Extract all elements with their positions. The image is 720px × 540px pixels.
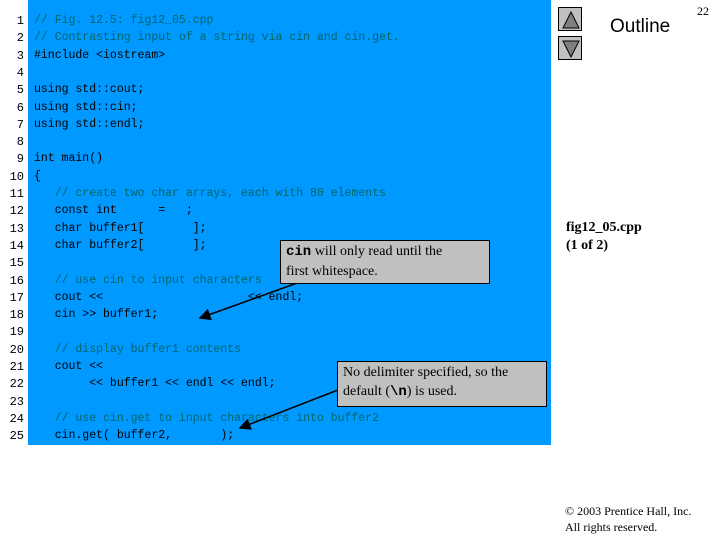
line-number: 13 <box>9 221 24 236</box>
cin-callout-text: will only read until the <box>311 244 443 259</box>
copyright: © 2003 Prentice Hall, Inc. All rights re… <box>565 503 691 535</box>
cin-callout-code: cin <box>286 244 312 260</box>
line-number: 19 <box>9 325 24 340</box>
code-line: int main() <box>34 152 104 166</box>
code-line: { <box>34 169 41 183</box>
figure-info: fig12_05.cpp (1 of 2) <box>566 219 642 255</box>
code-line: char buffer2[ ]; <box>34 238 207 252</box>
line-number: 10 <box>9 169 24 184</box>
line-number: 20 <box>9 342 24 357</box>
copyright-line1: © 2003 Prentice Hall, Inc. <box>565 504 692 518</box>
page-number: 22 <box>697 4 709 18</box>
code-line: using std::cout; <box>34 83 145 97</box>
next-slide-button[interactable] <box>558 36 582 60</box>
code-line: // use cin to input characters <box>34 273 262 287</box>
cin-callout: cin will only read until the first white… <box>280 240 490 284</box>
line-number: 17 <box>9 290 24 305</box>
delimiter-callout-line1: No delimiter specified, so the <box>343 365 509 380</box>
figure-filename: fig12_05.cpp <box>566 220 642 235</box>
line-number: 12 <box>9 204 24 219</box>
code-line: // display buffer1 contents <box>34 342 242 356</box>
code-line: cin >> buffer1; <box>34 308 159 322</box>
line-number: 21 <box>9 360 24 374</box>
line-number: 7 <box>16 117 24 132</box>
line-number: 23 <box>9 394 24 409</box>
line-number: 18 <box>9 308 24 323</box>
line-number: 5 <box>16 83 24 98</box>
line-number: 22 <box>9 377 24 392</box>
line-number: 4 <box>16 65 24 80</box>
code-line: char buffer1[ ]; <box>34 221 207 235</box>
code-line: // Contrasting input of a string via cin… <box>34 31 400 45</box>
outline-title: Outline <box>610 16 671 37</box>
code-line: const int = ; <box>34 204 193 218</box>
code-line: using std::endl; <box>34 117 145 131</box>
delimiter-callout-arrow <box>238 382 357 430</box>
cin-callout-line2: first whitespace. <box>286 264 378 279</box>
copyright-line2: All rights reserved. <box>565 520 658 534</box>
delimiter-callout-code: \n <box>390 384 407 400</box>
line-number: 2 <box>16 31 24 46</box>
line-number: 16 <box>9 273 24 288</box>
code-line: // Fig. 12.5: fig12_05.cpp <box>34 14 214 27</box>
delimiter-callout: No delimiter specified, so the default (… <box>337 361 547 407</box>
line-number: 3 <box>16 48 24 63</box>
code-line: cout << <box>34 360 104 373</box>
line-number: 6 <box>16 100 24 115</box>
line-number: 24 <box>9 411 24 426</box>
code-line: cout << << endl; <box>34 290 304 304</box>
delimiter-callout-before: default ( <box>343 384 391 399</box>
code-line: // create two char arrays, each with 80 … <box>34 187 386 200</box>
line-number: 11 <box>9 187 24 201</box>
line-number-gutter <box>0 0 28 445</box>
code-line: #include <iostream> <box>34 48 166 62</box>
delimiter-callout-after: ) is used. <box>406 384 458 399</box>
line-number: 9 <box>16 152 24 167</box>
line-number: 14 <box>9 238 24 253</box>
code-line: << buffer1 << endl << endl; <box>34 377 276 391</box>
code-line: cin.get( buffer2, ); <box>34 429 235 443</box>
previous-slide-button[interactable] <box>558 7 582 31</box>
figure-part: (1 of 2) <box>566 238 608 253</box>
line-number: 15 <box>9 256 24 271</box>
triangle-down-icon <box>562 40 580 59</box>
line-number: 8 <box>16 135 24 150</box>
code-line: using std::cin; <box>34 100 138 114</box>
line-number: 1 <box>16 14 24 28</box>
line-number: 25 <box>9 429 24 444</box>
triangle-up-icon <box>562 10 580 29</box>
